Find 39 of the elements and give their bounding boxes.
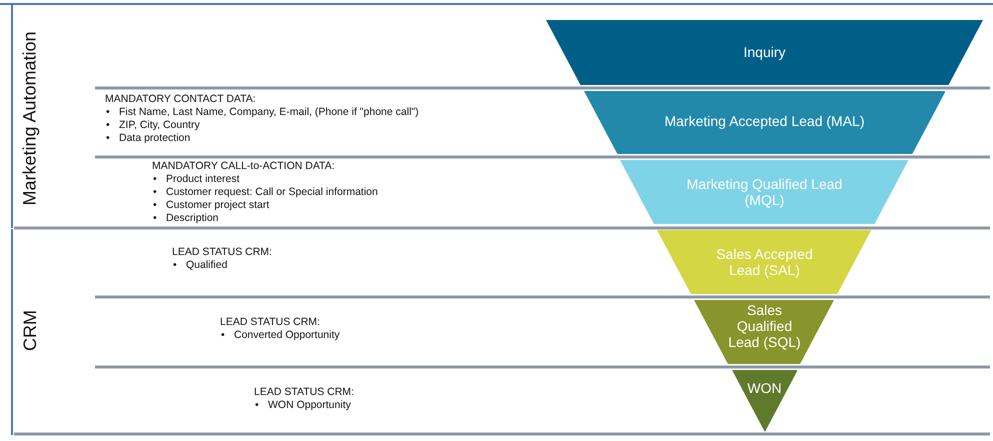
note-heading: LEAD STATUS CRM:: [172, 246, 272, 259]
bullet-marker: •: [153, 199, 157, 212]
list-item: WON Opportunity: [268, 399, 351, 412]
list-item: Customer request: Call or Special information: [166, 186, 378, 199]
bullet-marker: •: [153, 186, 157, 199]
stage-label: Marketing Accepted Lead (MAL): [663, 113, 866, 129]
list-item: Product interest: [166, 173, 240, 186]
bullet-marker: •: [106, 132, 110, 145]
list-item: Converted Opportunity: [234, 329, 340, 342]
list-item: Description: [166, 212, 219, 225]
bullet-marker: •: [173, 259, 177, 272]
stage-label: Sales Qualified Lead (SQL): [727, 302, 802, 350]
bullet-marker: •: [106, 119, 110, 132]
list-item: ZIP, City, Country: [119, 119, 200, 132]
stage-label: WON: [746, 380, 783, 396]
bullet-marker: •: [255, 399, 259, 412]
funnel-segment: [546, 20, 983, 85]
note-heading: MANDATORY CALL-to-ACTION DATA:: [152, 160, 335, 173]
note-heading: LEAD STATUS CRM:: [220, 316, 320, 329]
stage-label: Inquiry: [742, 44, 787, 60]
note-heading: LEAD STATUS CRM:: [254, 386, 354, 399]
list-item: Data protection: [119, 132, 190, 145]
list-item: Fist Name, Last Name, Company, E-mail, (Phone if "phone call"): [119, 106, 419, 119]
list-item: Qualified: [186, 259, 228, 272]
bullet-marker: •: [106, 106, 110, 119]
funnel-segment: [694, 300, 834, 364]
funnel-segment: [657, 230, 872, 294]
bullet-marker: •: [153, 212, 157, 225]
stage-label: Sales Accepted Lead (SAL): [715, 246, 814, 278]
bullet-marker: •: [153, 173, 157, 186]
section-label: Marketing Automation: [20, 30, 41, 206]
note-heading: MANDATORY CONTACT DATA:: [105, 93, 256, 106]
funnel-segment: [732, 370, 798, 432]
list-item: Customer project start: [166, 199, 270, 212]
bullet-marker: •: [221, 329, 225, 342]
section-label: CRM: [20, 310, 40, 350]
funnel-segment: [620, 160, 909, 224]
funnel-segment: [584, 91, 946, 154]
stage-label: Marketing Qualified Lead (MQL): [686, 176, 844, 208]
